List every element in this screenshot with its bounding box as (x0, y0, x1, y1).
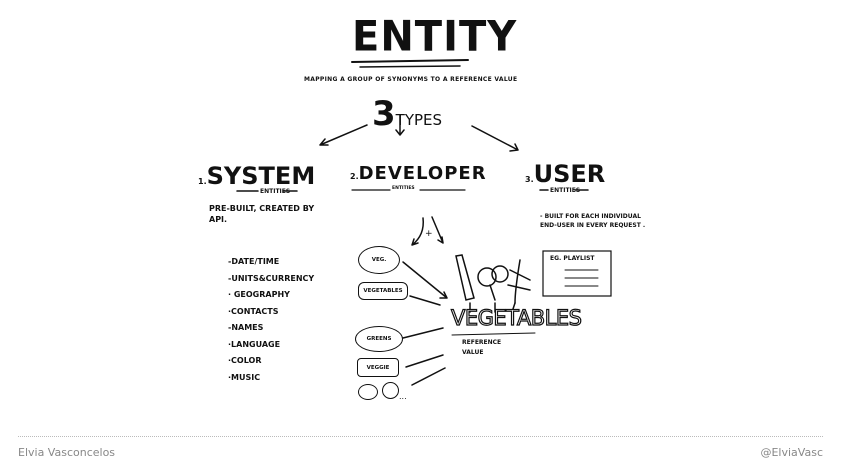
plus-sign: + (425, 229, 433, 239)
types-heading: 3TYPES (372, 94, 442, 134)
system-list: -DATE/TIME -UNITS&CURRENCY · GEOGRAPHY ·… (228, 257, 314, 389)
reference-label: REFERENCE VALUE (462, 339, 502, 356)
synonym-bubble: GREENS (355, 326, 403, 352)
footer-handle: @ElviaVasc (760, 446, 823, 459)
system-name: SYSTEM (206, 162, 316, 190)
user-heading: 3.USER (525, 160, 605, 188)
footer-divider (18, 436, 823, 437)
list-item: -NAMES (228, 323, 264, 332)
developer-tag: ENTITIES (392, 186, 415, 191)
chat-bubble-icon (358, 384, 378, 400)
list-item: ·COLOR (228, 356, 262, 365)
chat-bubble-icon (382, 382, 399, 399)
list-item: ·MUSIC (228, 372, 261, 382)
footer-author: Elvia Vasconcelos (18, 446, 116, 459)
arrow-developer (395, 114, 405, 136)
list-item: -UNITS&CURRENCY (228, 273, 315, 283)
playlist-box (542, 250, 612, 297)
arrow-system (319, 124, 368, 146)
user-tag: ENTITIES (550, 187, 581, 194)
developer-heading: 2.DEVELOPER (350, 163, 487, 184)
example-label: EG. PLAYLIST (550, 255, 595, 262)
list-item: ·CONTACTS (228, 306, 279, 316)
system-number: 1. (198, 177, 207, 186)
user-name: USER (533, 160, 606, 188)
list-item: -DATE/TIME (228, 257, 280, 266)
system-tag: ENTITIES (260, 188, 291, 195)
ellipsis: ... (399, 392, 407, 401)
types-number: 3 (372, 94, 396, 134)
list-item: · GEOGRAPHY (228, 290, 290, 299)
developer-number: 2. (350, 172, 359, 181)
synonym-bubble: VEG. (358, 246, 400, 274)
system-heading: 1.SYSTEM (198, 162, 315, 190)
types-label: TYPES (395, 111, 443, 129)
synonym-bubble: VEGGIE (357, 358, 399, 377)
arrow-user (471, 125, 519, 152)
user-number: 3. (525, 175, 534, 184)
developer-name: DEVELOPER (358, 163, 487, 184)
title: ENTITY (352, 12, 518, 62)
list-item: ·LANGUAGE (228, 339, 281, 349)
subtitle: MAPPING A GROUP OF SYNONYMS TO A REFEREN… (304, 76, 518, 83)
reference-value: VEGETABLES (450, 305, 582, 330)
synonym-bubble: VEGETABLES (358, 282, 408, 300)
system-description: PRE-BUILT, CREATED BY API. (209, 204, 315, 224)
user-description: - BUILT FOR EACH INDIVIDUAL END-USER IN … (540, 213, 646, 229)
